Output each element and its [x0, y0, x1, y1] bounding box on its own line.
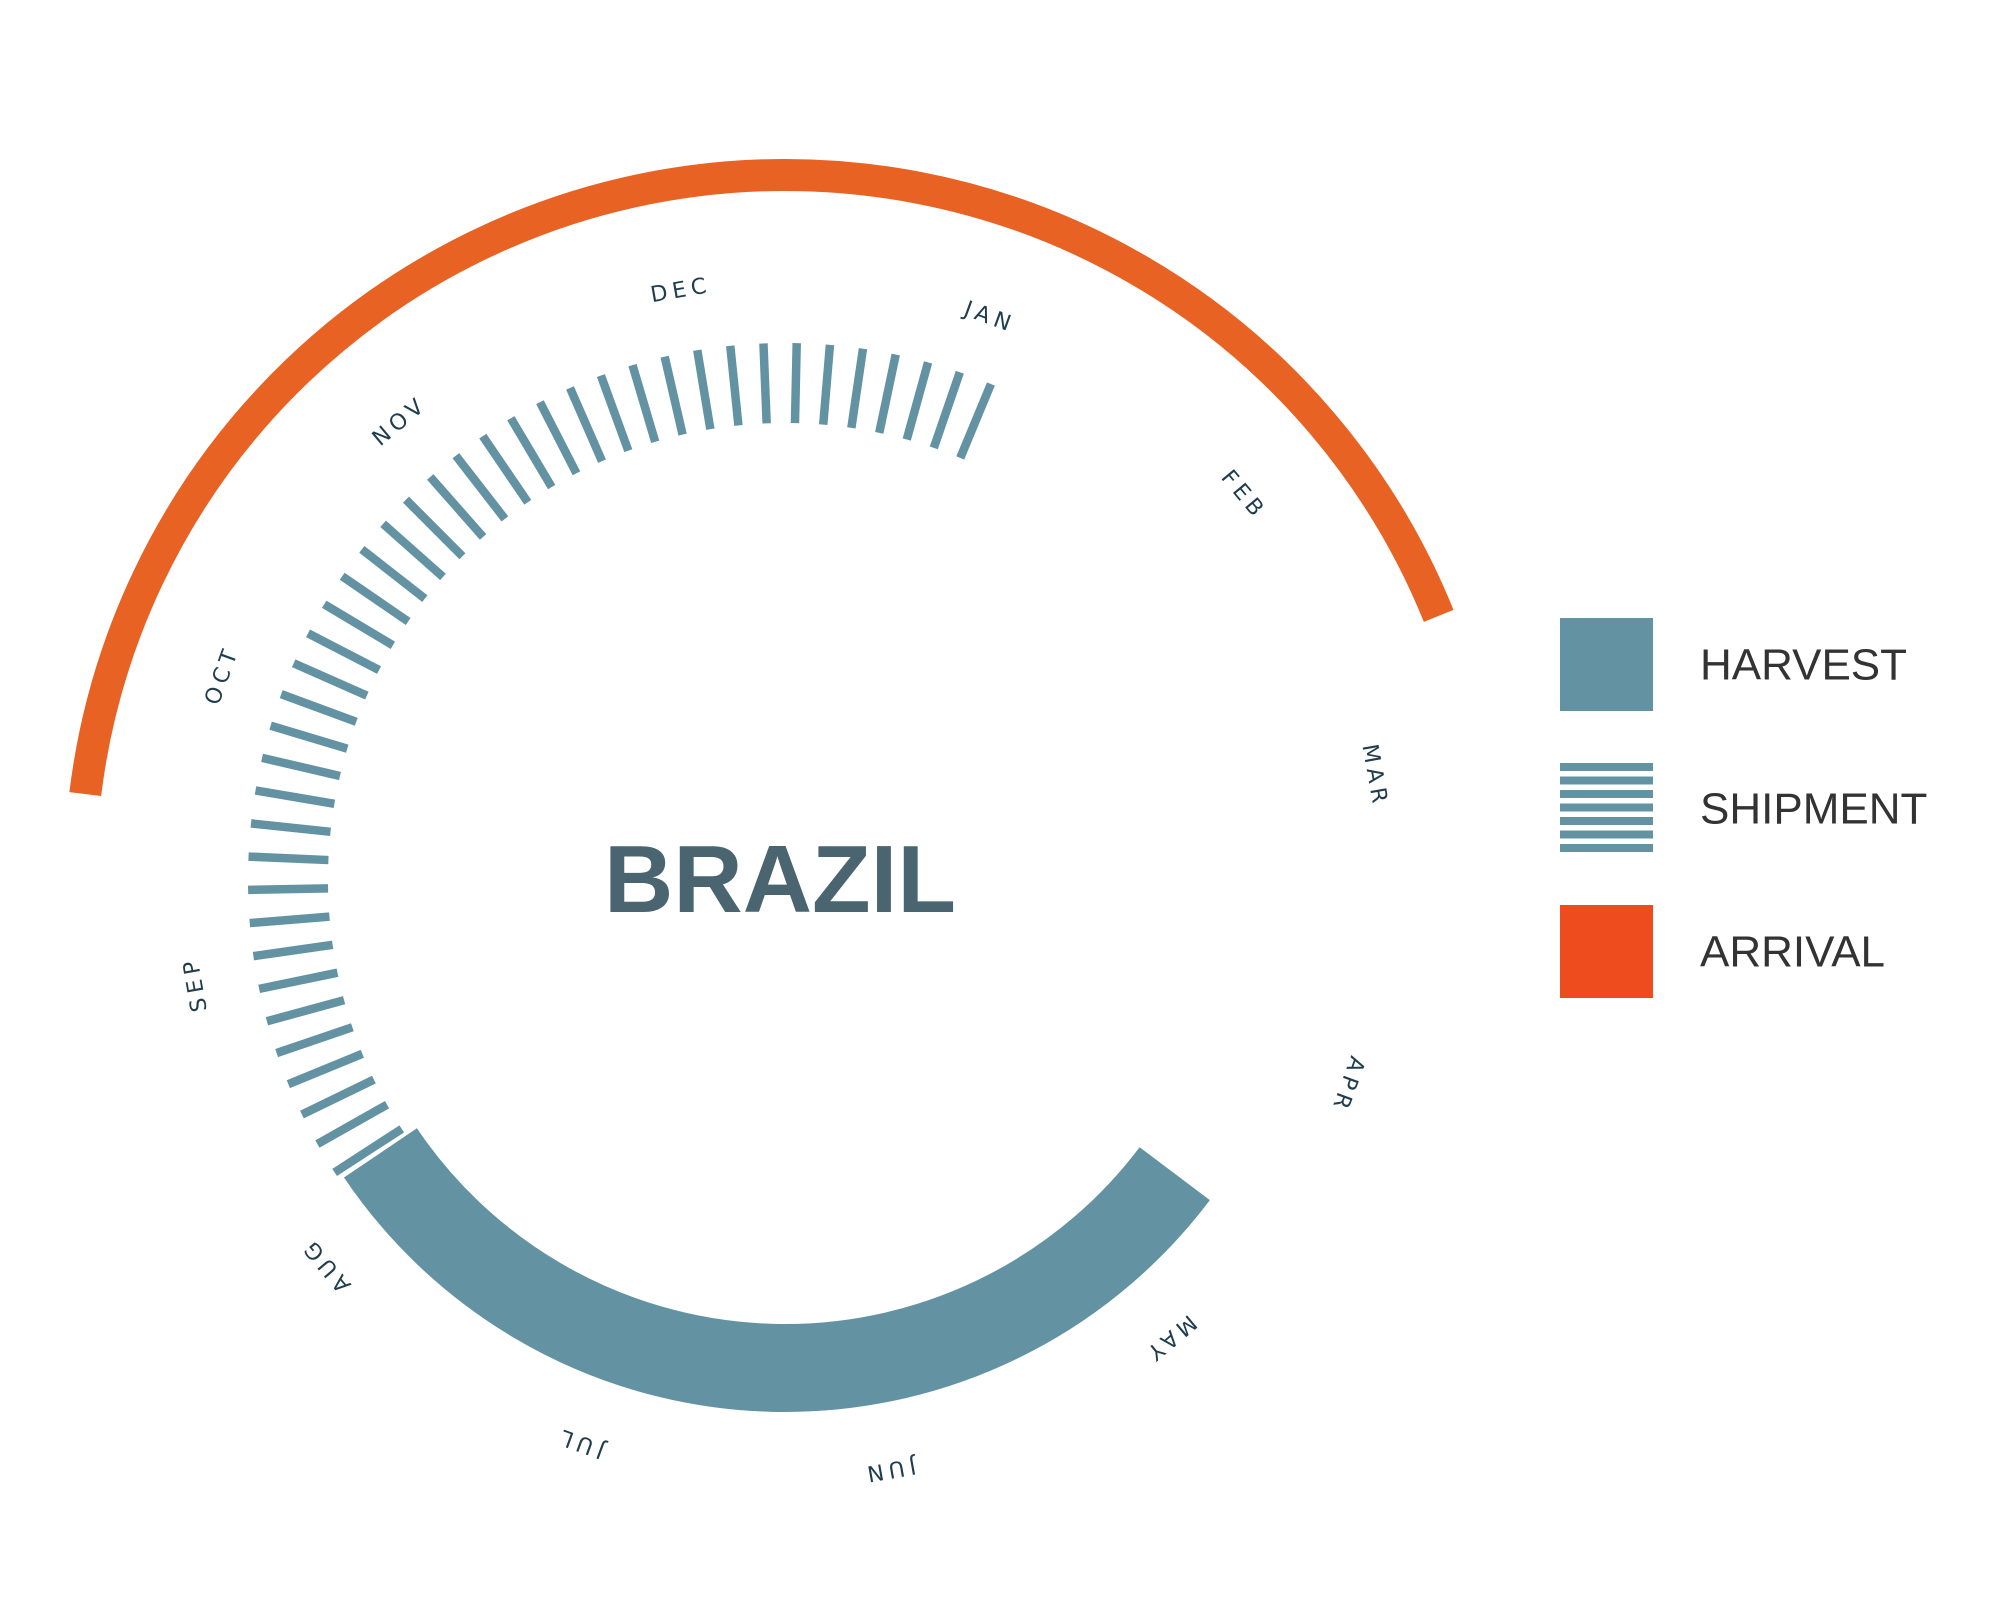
- chart-title: BRAZIL: [604, 826, 956, 933]
- shipment-tick: [315, 1100, 390, 1148]
- legend-label: ARRIVAL: [1700, 928, 1885, 977]
- shipment-tick: [254, 786, 336, 808]
- month-label-may: MAY: [1138, 1309, 1201, 1367]
- month-label-aug: AUG: [297, 1232, 357, 1296]
- month-label-apr: APR: [1326, 1053, 1370, 1117]
- legend-item-harvest: HARVEST: [1560, 618, 1907, 711]
- arrival-arc: [69, 159, 1454, 797]
- shipment-tick: [956, 382, 995, 460]
- month-label-nov: NOV: [368, 392, 433, 452]
- month-label-dec: DEC: [649, 273, 714, 308]
- shipment-tick: [291, 659, 369, 700]
- shipment-tick: [566, 386, 606, 463]
- legend-swatch-stripe: [1560, 803, 1653, 812]
- shipment-tick: [265, 996, 346, 1026]
- legend-swatch-stripe: [1560, 817, 1653, 825]
- legend-label: HARVEST: [1700, 641, 1907, 690]
- shipment-tick: [250, 819, 331, 837]
- shipment-tick: [726, 345, 743, 426]
- legend-swatch-arrival: [1560, 905, 1653, 998]
- shipment-tick: [279, 690, 358, 726]
- month-label-oct: OCT: [200, 642, 244, 708]
- legend-swatch-stripe: [1560, 763, 1653, 771]
- shipment-tick: [427, 474, 487, 540]
- shipment-tick: [286, 1049, 364, 1089]
- shipment-tick: [339, 572, 411, 625]
- shipment-tick: [790, 343, 801, 424]
- legend-swatch-stripe: [1560, 844, 1653, 852]
- arrival-arc-group: [69, 159, 1454, 797]
- shipment-tick: [819, 344, 835, 425]
- shipment-tick: [258, 968, 339, 994]
- shipment-tick: [902, 361, 933, 441]
- legend-item-arrival: ARRIVAL: [1560, 905, 1885, 998]
- shipment-tick: [479, 433, 532, 505]
- month-label-jun: JUN: [860, 1452, 920, 1486]
- shipment-tick: [248, 884, 329, 895]
- legend-swatch-stripe: [1560, 776, 1653, 785]
- shipment-tick: [759, 343, 771, 424]
- shipment-tick: [359, 546, 428, 602]
- shipment-tick: [660, 355, 687, 436]
- legend: HARVEST SHIPMENT ARRIVAL: [1560, 618, 1927, 998]
- shipment-arc-group: [248, 343, 995, 1177]
- shipment-tick: [332, 1125, 405, 1177]
- shipment-tick: [306, 629, 382, 674]
- harvest-arc: [343, 1128, 1210, 1412]
- shipment-tick: [628, 363, 660, 444]
- shipment-tick: [536, 400, 581, 476]
- legend-swatch-stripe: [1560, 790, 1653, 798]
- shipment-tick: [248, 852, 329, 865]
- shipment-tick: [847, 348, 868, 429]
- month-label-sep: SEP: [178, 954, 212, 1014]
- harvest-arc-group: [343, 1128, 1210, 1412]
- shipment-tick: [402, 496, 466, 560]
- legend-swatch-stripe: [1560, 830, 1653, 839]
- shipment-tick: [452, 453, 509, 522]
- shipment-tick: [269, 721, 349, 753]
- month-label-mar: MAR: [1357, 742, 1393, 810]
- shipment-tick: [596, 374, 633, 453]
- shipment-tick: [275, 1023, 354, 1058]
- shipment-tick: [322, 600, 396, 649]
- shipment-tick: [249, 912, 330, 928]
- month-label-jan: JAN: [959, 296, 1019, 338]
- shipment-tick: [929, 370, 964, 450]
- legend-label: SHIPMENT: [1700, 785, 1927, 834]
- legend-item-shipment: SHIPMENT: [1560, 763, 1927, 852]
- shipment-tick: [693, 349, 715, 430]
- month-label-jul: JUL: [553, 1422, 610, 1463]
- shipment-tick: [380, 520, 446, 581]
- shipment-tick: [300, 1075, 376, 1119]
- legend-swatch-harvest: [1560, 618, 1653, 711]
- shipment-tick: [261, 753, 341, 781]
- shipment-tick: [875, 353, 900, 434]
- shipment-tick: [252, 940, 334, 961]
- shipment-tick: [507, 416, 556, 490]
- month-label-feb: FEB: [1216, 466, 1272, 525]
